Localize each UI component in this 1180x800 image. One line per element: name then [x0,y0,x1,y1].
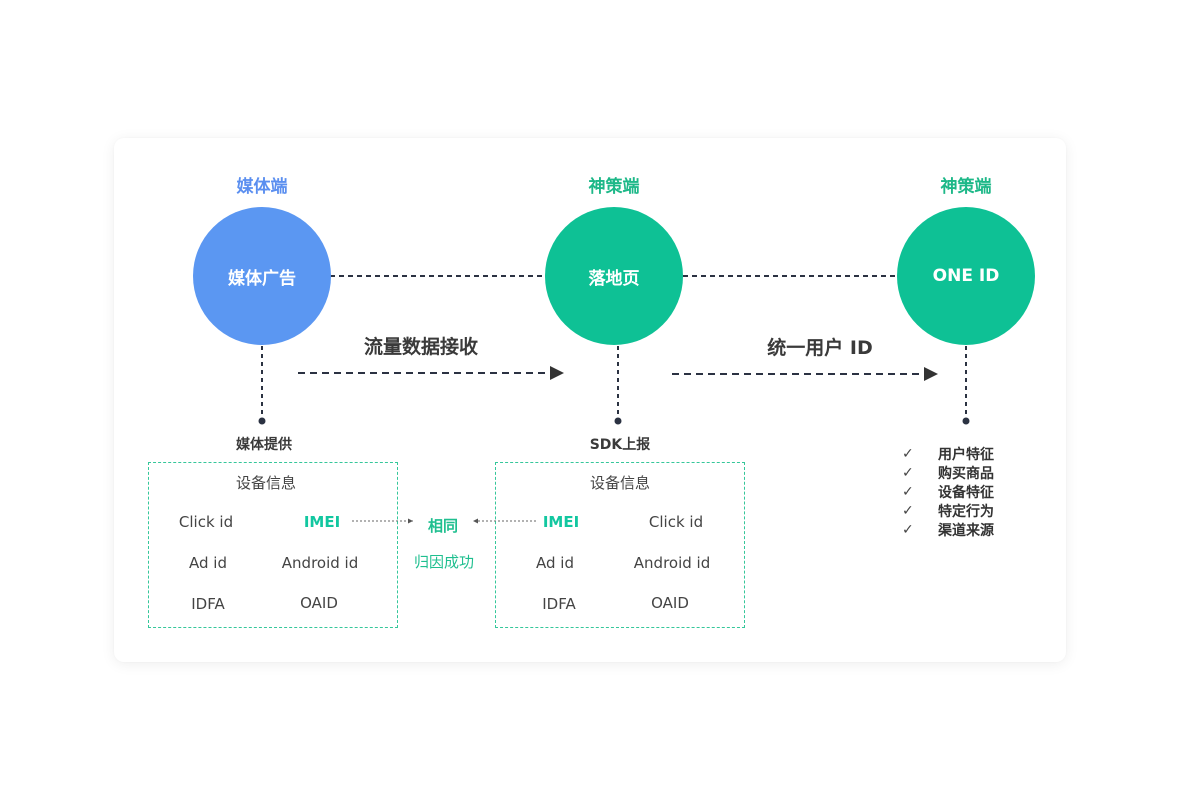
box-title: 设备信息 [235,474,297,492]
feature-label: 设备特征 [938,484,994,501]
match-same-label: 相同 [427,517,459,535]
device-field: Click id [178,513,234,531]
feature-label: 用户特征 [938,446,994,463]
feature-item: ✓ 特定行为 [902,501,994,520]
feature-label: 特定行为 [938,503,994,520]
media-ad-node: 媒体广告 [193,207,331,345]
device-field: OAID [651,594,689,612]
flow-label-first: 流量数据接收 [363,336,479,358]
landing-page-node: 落地页 [545,207,683,345]
feature-item: ✓ 渠道来源 [902,520,994,539]
sdk-report-label: SDK上报 [589,437,651,453]
device-field-imei: IMEI [542,513,580,531]
device-field: IDFA [191,595,225,613]
feature-item: ✓ 购买商品 [902,463,994,482]
device-field: Click id [648,513,704,531]
device-field: Ad id [536,554,574,572]
sensors-side-label-2: 神策端 [940,177,992,197]
media-provided-label: 媒体提供 [236,437,292,453]
box-title: 设备信息 [589,474,651,492]
feature-label: 购买商品 [938,465,994,482]
attribution-success-label: 归因成功 [413,553,475,571]
media-device-info-box: 设备信息 Click id IMEI Ad id Android id IDFA… [148,462,398,628]
device-field-imei: IMEI [303,513,341,531]
one-id-feature-list: ✓ 用户特征 ✓ 购买商品 ✓ 设备特征 ✓ 特定行为 ✓ 渠道来源 [902,444,994,539]
sdk-device-info-box: 设备信息 IMEI Click id Ad id Android id IDFA… [495,462,745,628]
check-icon: ✓ [902,502,914,519]
feature-item: ✓ 用户特征 [902,444,994,463]
feature-label: 渠道来源 [938,522,994,539]
device-field: Android id [633,554,711,572]
device-field: IDFA [542,595,576,613]
landing-page-label: 落地页 [588,268,640,289]
check-icon: ✓ [902,464,914,481]
sensors-side-label: 神策端 [588,177,640,197]
flow-label-second: 统一用户 ID [767,337,873,359]
check-icon: ✓ [902,521,914,538]
one-id-label: ONE ID [932,266,1000,286]
check-icon: ✓ [902,445,914,462]
one-id-node: ONE ID [897,207,1035,345]
feature-item: ✓ 设备特征 [902,482,994,501]
device-field: Ad id [189,554,227,572]
media-ad-label: 媒体广告 [228,268,296,289]
device-field: OAID [300,594,338,612]
check-icon: ✓ [902,483,914,500]
device-field: Android id [281,554,359,572]
media-side-label: 媒体端 [236,177,288,197]
